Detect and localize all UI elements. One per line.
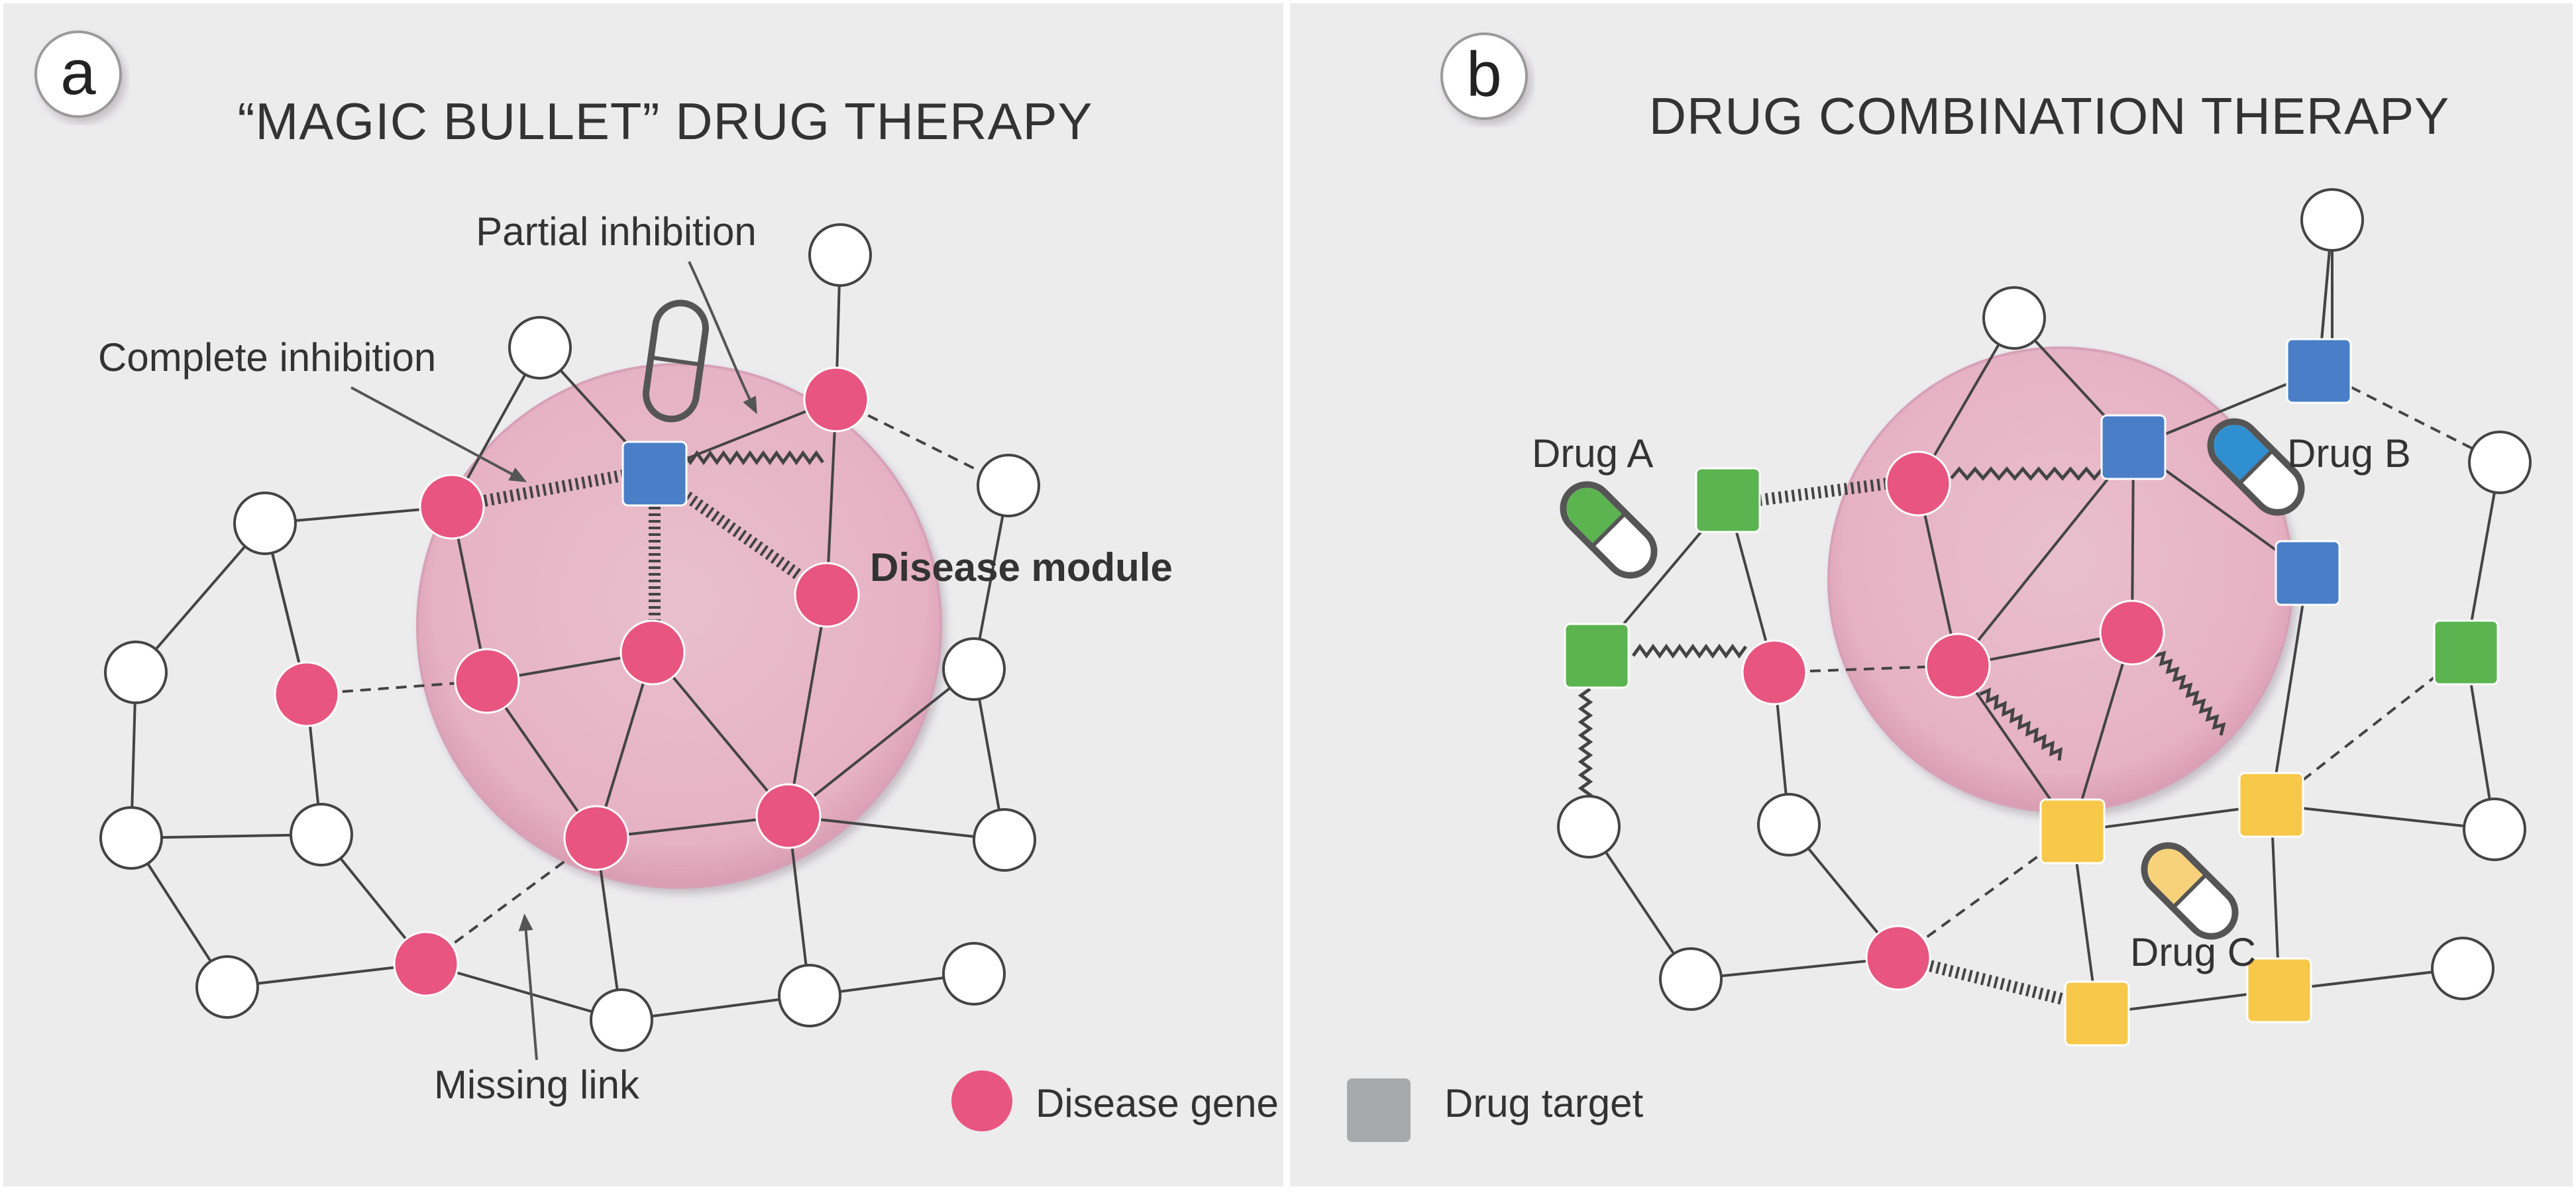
legend: Disease gene Drug target [951,1070,1643,1142]
disease-module-circle-a [416,363,942,889]
drug-a-pill-icon [1560,481,1658,579]
panel-b-drug-targets-yellow [2039,772,2312,1047]
complete-inhibition-edge [451,468,634,513]
panel-b: b DRUG COMBINATION THERAPY [1440,32,2532,1047]
panel-a-disease-genes [274,366,869,997]
partial-inhibition-label: Partial inhibition [476,209,757,254]
legend-drug-target-label: Drug target [1444,1081,1643,1125]
partial-inhibition-edge [675,450,825,466]
complete-inhibition-label: Complete inhibition [98,335,436,380]
drug-c-pill-icon [2141,842,2239,940]
panel-b-letter: b [1466,39,1501,110]
panel-b-white-nodes [1557,188,2532,1011]
legend-drug-target-swatch [1347,1078,1411,1142]
legend-disease-gene-label: Disease gene [1036,1081,1279,1125]
panel-a-title: “MAGIC BULLET” DRUG THERAPY [237,92,1093,150]
drug-b-pill-icon [2207,418,2305,516]
panel-b-title: DRUG COMBINATION THERAPY [1649,87,2450,145]
panel-a-letter-badge: a [34,30,122,118]
disease-module-label: Disease module [870,545,1173,590]
drug-c-label: Drug C [2130,930,2256,974]
panel-b-drug-targets-blue [2100,338,2352,606]
disease-module-circle-b [1827,346,2294,813]
drug-b-label: Drug B [2287,431,2411,476]
panel-a-white-nodes [99,223,1040,1052]
legend-disease-gene-swatch [951,1070,1012,1131]
panel-b-disease-genes [1741,450,2165,991]
panel-b-letter-badge: b [1440,32,1528,120]
pill-outline-icon [643,299,709,423]
panel-a-drug-target [621,441,688,507]
missing-link-label: Missing link [434,1063,640,1107]
panel-a: a “MAGIC BULLET” DRUG THERAPY [34,30,1173,1107]
panel-a-letter: a [60,37,96,108]
drug-a-label: Drug A [1532,431,1653,476]
panel-b-drug-targets-green [1564,467,2499,689]
